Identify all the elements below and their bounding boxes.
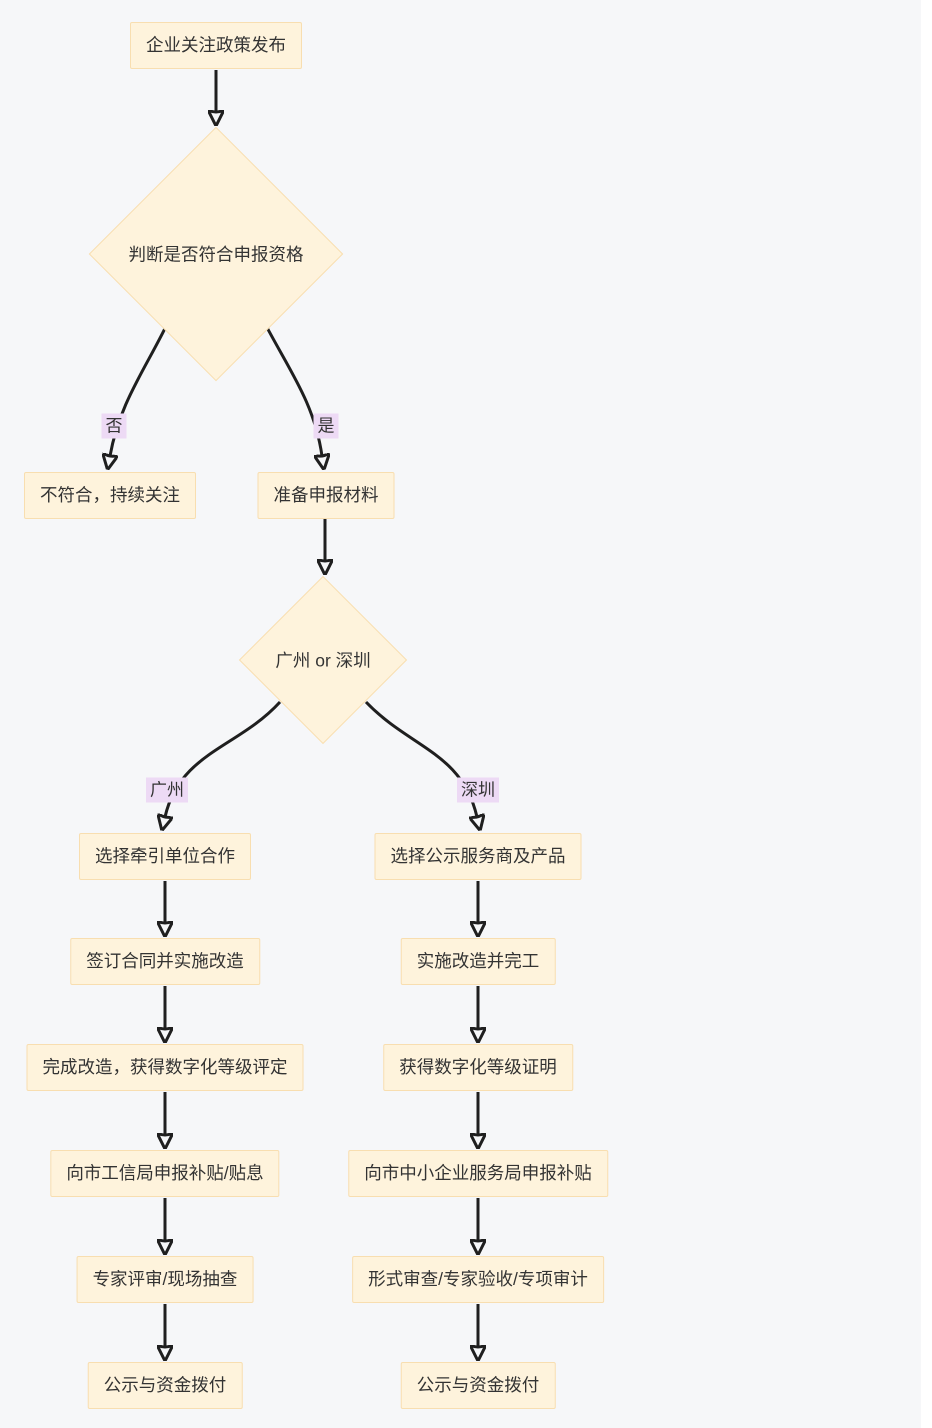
edge-label-shenzhen: 深圳 <box>457 777 499 803</box>
node-gz-publicity-payment: 公示与资金拨付 <box>87 1362 243 1409</box>
node-gz-select-partner: 选择牵引单位合作 <box>79 833 251 880</box>
edge-label-no: 否 <box>101 413 127 439</box>
edge-label-guangzhou: 广州 <box>146 777 188 803</box>
node-sz-publicity-payment: 公示与资金拨付 <box>400 1362 556 1409</box>
node-sz-apply-subsidy: 向市中小企业服务局申报补贴 <box>348 1150 608 1197</box>
node-sz-implement-complete: 实施改造并完工 <box>400 938 556 985</box>
node-gz-sign-contract: 签订合同并实施改造 <box>70 938 260 985</box>
node-not-eligible: 不符合，持续关注 <box>24 472 196 519</box>
page-right-margin <box>921 0 932 1428</box>
edge-label-yes: 是 <box>313 413 339 439</box>
node-sz-formal-review: 形式审查/专家验收/专项审计 <box>352 1256 604 1303</box>
node-sz-get-certificate: 获得数字化等级证明 <box>383 1044 573 1091</box>
decision-city-label: 广州 or 深圳 <box>275 650 371 671</box>
node-prepare-materials: 准备申报材料 <box>257 472 395 519</box>
node-gz-complete-upgrade: 完成改造，获得数字化等级评定 <box>26 1044 304 1091</box>
node-gz-apply-subsidy: 向市工信局申报补贴/贴息 <box>50 1150 280 1197</box>
node-start: 企业关注政策发布 <box>130 22 302 69</box>
decision-eligibility-label: 判断是否符合申报资格 <box>128 244 304 265</box>
node-gz-expert-review: 专家评审/现场抽查 <box>76 1256 254 1303</box>
node-sz-select-provider: 选择公示服务商及产品 <box>374 833 582 880</box>
